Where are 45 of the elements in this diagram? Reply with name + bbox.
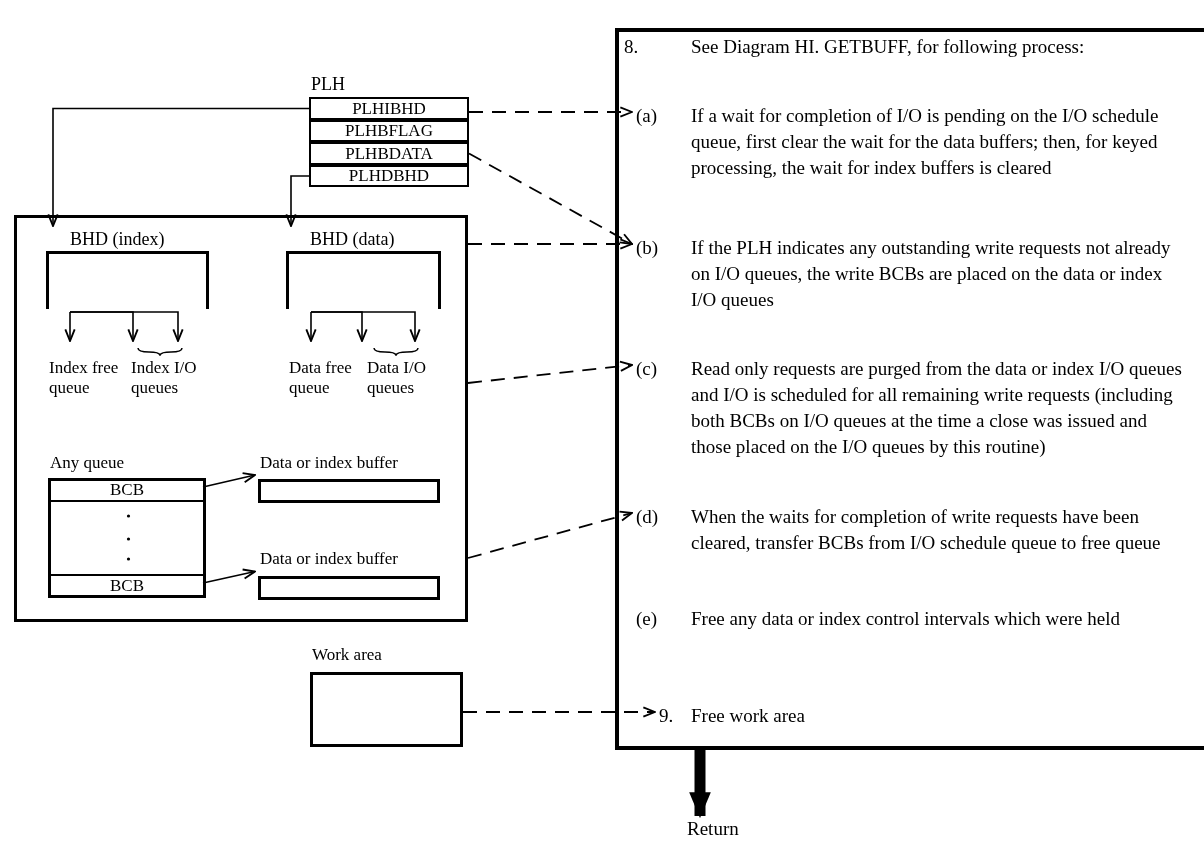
arrow bbox=[305, 311, 317, 342]
dashed-arrow bbox=[467, 238, 633, 250]
record-field: PLHBFLAG bbox=[309, 120, 469, 142]
control-block-frame bbox=[14, 215, 468, 622]
step-number: (b) bbox=[636, 236, 660, 260]
step-text: If a wait for completion of I/O is pending on the I/O schedule queue, first clear the wait for the data buffers; then, for keyed processing, the wait for index buffers is cleared bbox=[691, 104, 1160, 180]
queue-label: Data free queue bbox=[289, 358, 353, 398]
step-number: 8. bbox=[624, 35, 640, 59]
record-field: PLHIBHD bbox=[309, 97, 469, 120]
record-field: PLHBDATA bbox=[309, 142, 469, 165]
step-number: 9. bbox=[659, 704, 675, 728]
arrow bbox=[69, 311, 184, 342]
block-label: BHD (index) bbox=[70, 229, 165, 249]
step-text: If the PLH indicates any outstanding write requests not already on I/O queues, the write BCBs are placed on the data or index I/O queues bbox=[691, 236, 1172, 312]
arrow bbox=[64, 311, 76, 342]
record-field: PLHDBHD bbox=[309, 165, 469, 187]
step-text: See Diagram HI. GETBUFF, for following process: bbox=[691, 35, 1086, 59]
step-text: Read only requests are purged from the data or index I/O queues and I/O is scheduled for all remaining write requests (including both BCBs on I/O queues at the time a close was issued and those placed on the I/O queues by this routine) bbox=[691, 357, 1183, 459]
return-arrow bbox=[689, 750, 711, 819]
box-label: Data or index buffer bbox=[260, 549, 398, 569]
block-label: BHD (data) bbox=[310, 229, 395, 249]
dashed-arrow bbox=[462, 706, 656, 718]
box-label: Work area bbox=[312, 645, 382, 665]
queue-label: Index free queue bbox=[49, 358, 120, 398]
box-label: Any queue bbox=[50, 453, 125, 473]
step-number: (a) bbox=[636, 104, 659, 128]
terminal-label: Return bbox=[687, 818, 740, 840]
step-text: Free any data or index control intervals which were held bbox=[691, 607, 1121, 631]
dashed-arrow bbox=[468, 106, 633, 118]
table-heading: PLH bbox=[311, 74, 345, 94]
dashed-arrow bbox=[467, 510, 633, 559]
step-number: (c) bbox=[636, 357, 659, 381]
box-label: Data or index buffer bbox=[260, 453, 398, 473]
step-text: When the waits for completion of write requests have been cleared, transfer BCBs from I/O schedule queue to free queue bbox=[691, 505, 1162, 555]
step-number: (d) bbox=[636, 505, 660, 529]
dashed-arrow bbox=[468, 152, 633, 245]
arrow bbox=[310, 311, 421, 342]
queue-label: Index I/O queues bbox=[131, 358, 198, 398]
process-panel bbox=[615, 28, 1204, 750]
arrow bbox=[285, 175, 310, 227]
step-number: (e) bbox=[636, 607, 659, 631]
arrow bbox=[47, 107, 310, 227]
queue-label: Data I/O queues bbox=[367, 358, 427, 398]
step-text: Free work area bbox=[691, 704, 806, 728]
dashed-arrow bbox=[467, 360, 633, 384]
